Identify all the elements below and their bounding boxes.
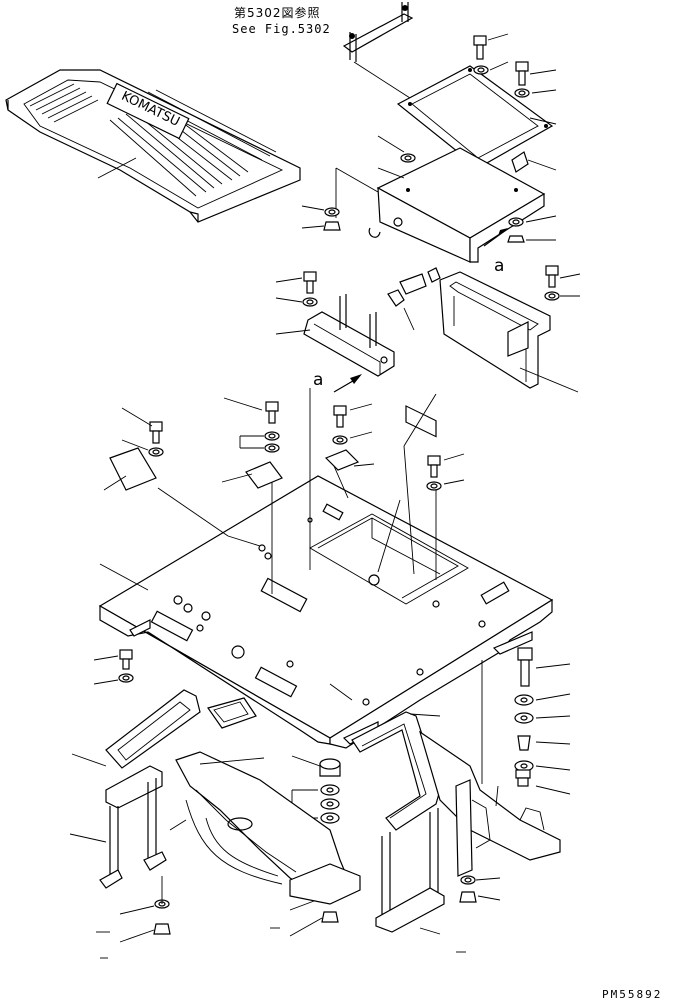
- figure-reference-en: See Fig.5302: [232, 22, 331, 36]
- bolt-group-lower-left: [93, 649, 134, 685]
- bolt-group-plate-1: [121, 407, 164, 457]
- bolt-group-2: [514, 61, 557, 171]
- view-arrows: [96, 374, 466, 959]
- bolt-group-center: [275, 271, 318, 335]
- figure-reference-jp: 第5302図参照: [234, 6, 321, 20]
- washer-box: [377, 135, 557, 247]
- top-strap-bracket: [342, 2, 414, 99]
- bolt-group-plate-4: [426, 453, 465, 491]
- center-crossmember: [169, 697, 361, 905]
- side-frame-bracket: [439, 271, 579, 393]
- bolt-group-plate-3: [332, 403, 373, 445]
- mounting-bracket: [303, 267, 441, 377]
- view-label-a-lower: a: [313, 370, 324, 390]
- washer-nut-left: [301, 205, 341, 231]
- control-box: [335, 147, 546, 438]
- left-support-frame: [69, 689, 201, 889]
- view-label-a-upper: a: [494, 256, 505, 276]
- fasteners: [93, 33, 581, 943]
- cover-plate: [396, 65, 554, 169]
- bolt-group-plate-2: [223, 397, 280, 453]
- drawing-code: PM55892: [602, 988, 663, 1001]
- cover-pads: [103, 447, 375, 491]
- bolt-group-right-mid: [544, 265, 581, 301]
- floor-mat: KOMATSU: [5, 69, 301, 223]
- bolt-group-1: [473, 33, 509, 75]
- damper-stack-center: [291, 755, 341, 824]
- right-support-frame: [329, 683, 561, 935]
- floor-plate: [98, 388, 554, 749]
- damper-stack-right: [481, 647, 571, 795]
